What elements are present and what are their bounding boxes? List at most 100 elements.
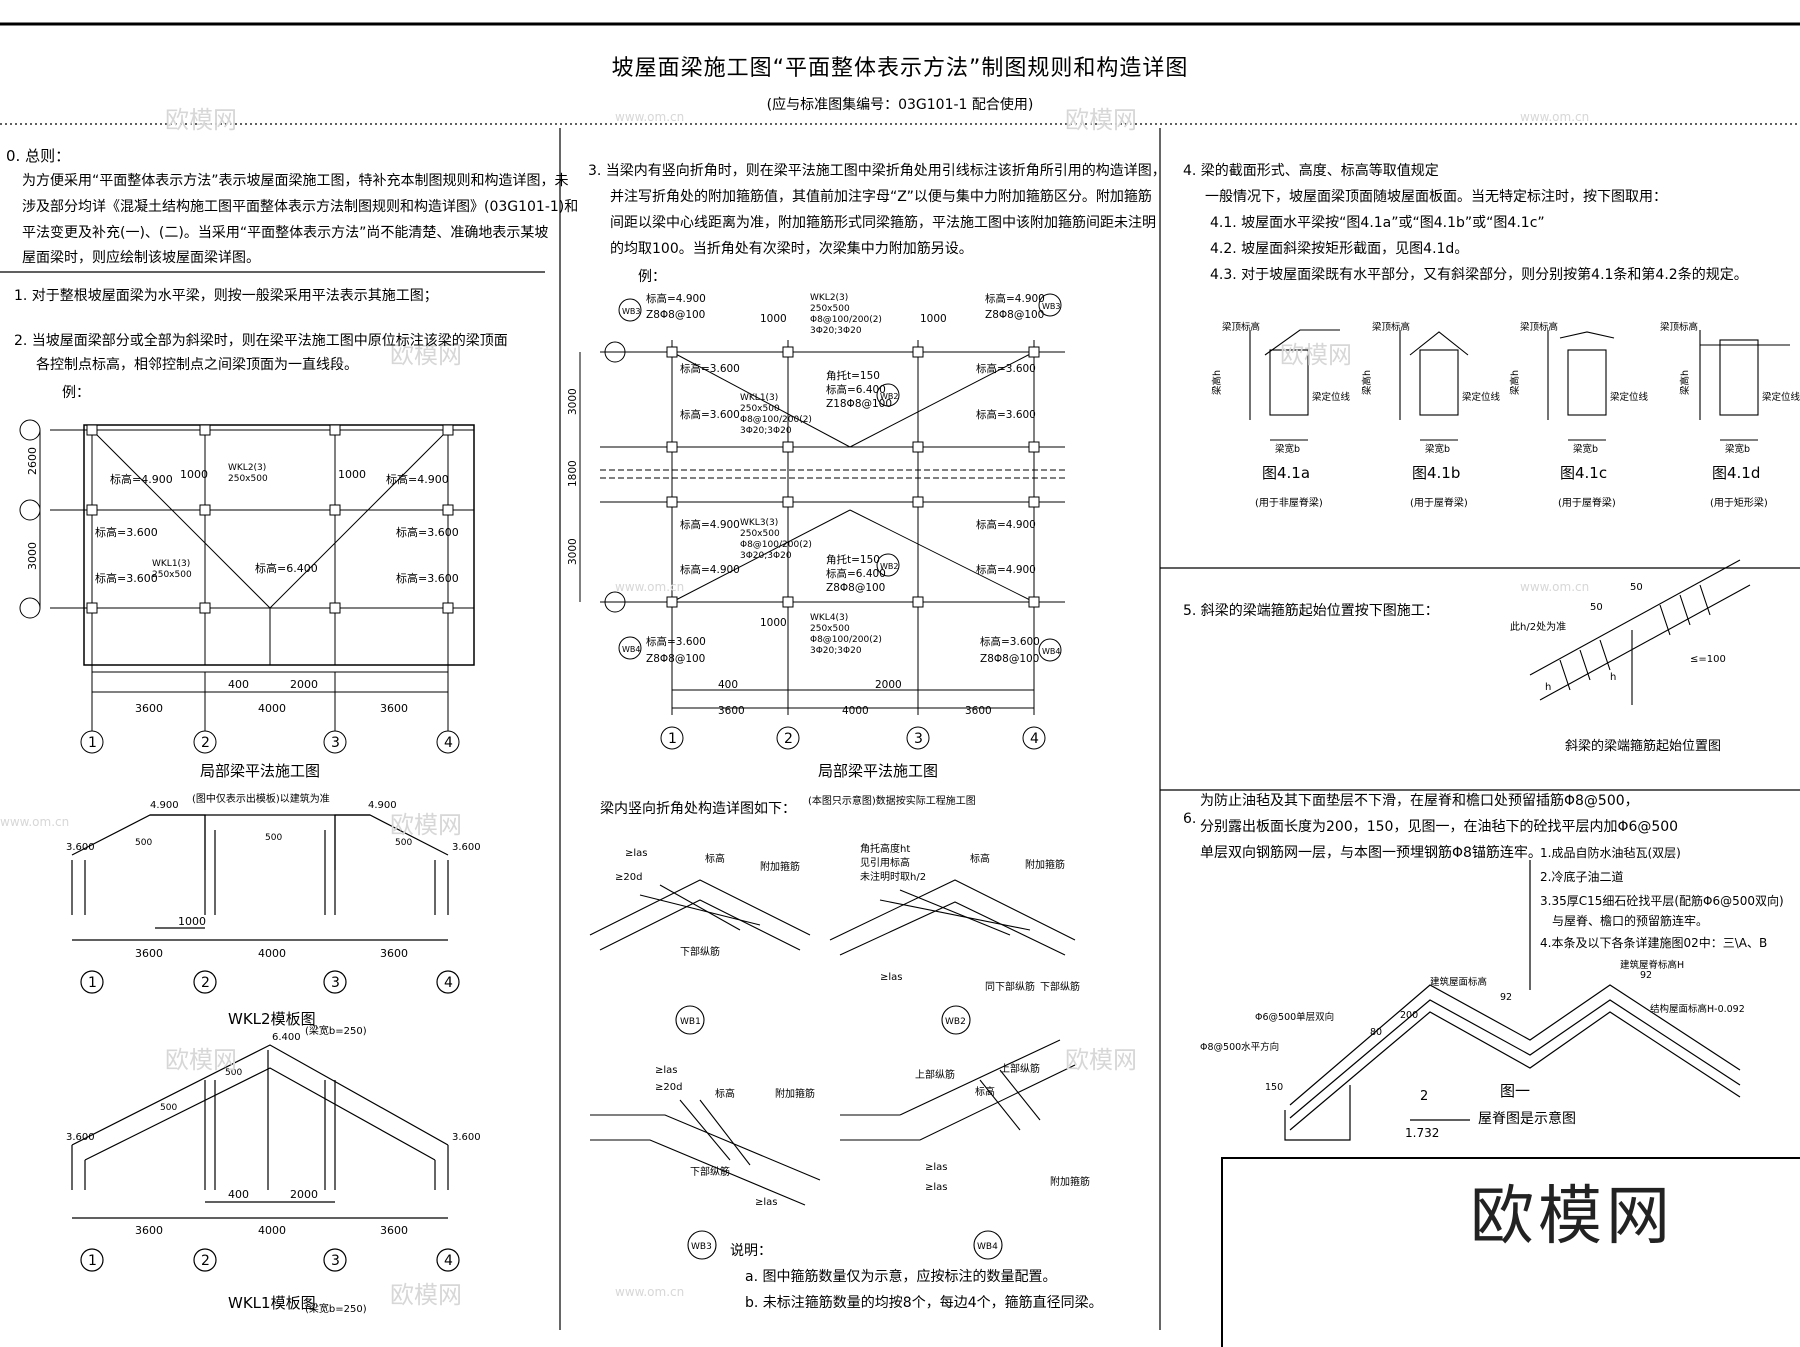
wb2-label: 附加箍筋 [1025,858,1065,871]
wb3-tag: WB3 [691,1242,712,1252]
watermark: 欧模网 [390,1281,462,1309]
page-subtitle: (应与标准图集编号：03G101-1 配合使用) [766,97,1034,113]
s1-text: 1. 对于整根坡屋面梁为水平梁，则按一般梁采用平法表示其施工图； [14,288,438,304]
wb3-label: 附加箍筋 [775,1087,815,1100]
wb4-tag: WB4 [977,1242,998,1252]
s3-line: 的均取100。当折角处有次梁时，次梁集中力附加筋另设。 [610,241,973,257]
sec-label: 梁高h [1361,370,1373,395]
plan2-label: 角托t=150 [826,369,880,382]
plan2-tag: WB3 [1042,302,1061,311]
plan2-label: 3Φ20;3Φ20 [740,551,792,561]
fig1-label: 80 [1370,1027,1382,1038]
wkl2-dim: 3600 [135,947,163,960]
s6-list-item: 1.成品自防水油毡瓦(双层) [1540,846,1681,860]
wkl2-elev: 4.900 [150,800,179,811]
plan2-dim: 400 [718,679,738,691]
wb2-label: 见引用标高 [860,856,910,869]
s6-list-item: 与屋脊、檐口的预留筋连牢。 [1552,914,1709,928]
s5-label: h [1610,672,1616,683]
plan1-label: 250x500 [152,570,192,580]
plan2-label: WKL1(3) [740,393,778,403]
watermark: 欧模网 [165,106,237,134]
fig1-label: 建筑屋脊标高H [1620,959,1684,971]
plan2-label: 标高=3.600 [646,635,706,648]
plan2-tag: WB2 [880,562,899,571]
sec-label: 梁高h [1509,370,1521,395]
plan1-dim: 400 [228,678,249,691]
watermark-url: www.om.cn [615,110,685,124]
s4-line: 一般情况下，坡屋面梁顶面随坡屋面板面。当无特定标注时，按下图取用： [1205,189,1667,205]
plan2-tag: WB4 [1042,647,1061,656]
plan1-label: 标高=3.600 [95,525,158,539]
axis-label: 1 [88,735,97,751]
axis-label: 4 [444,1253,453,1269]
plan2-label: Φ8@100/200(2) [740,415,812,425]
sec-label: 梁定位线 [1762,391,1800,403]
plan1-label: 标高=3.600 [396,571,459,585]
wkl2-tag: 500 [395,838,412,848]
plan2-dim: 3600 [965,705,992,717]
s6-list-item: 4.本条及以下各条详建施图02中：三\A、B [1540,936,1768,950]
fig1-label: 建筑屋面标高 [1430,976,1487,988]
eg-label: 例： [62,385,90,401]
fig1-label: 2 [1420,1089,1428,1104]
notes-head: 说明： [730,1243,772,1259]
s6-line: 为防止油毡及其下面垫层不下滑，在屋脊和檐口处预留插筋Φ8@500， [1200,793,1639,809]
plan2-dim: 4000 [842,705,869,717]
plan2-label: Φ8@100/200(2) [810,635,882,645]
fig1-label: 200 [1400,1010,1418,1021]
watermark: 欧模网 [1280,341,1352,369]
plan2-tag: WB3 [622,307,641,316]
plan2-label: Φ8@100/200(2) [740,540,812,550]
watermark-url: www.om.cn [1520,580,1590,594]
axis-label: 4 [444,975,453,991]
note-item: a. 图中箍筋数量仅为示意，应按标注的数量配置。 [745,1269,1057,1285]
plan1-caption: 局部梁平法施工图 [200,762,321,780]
plan2-label: Z8Φ8@100 [826,582,885,594]
wb1-label: ≥las [625,848,648,859]
axis-label: 4 [444,735,453,751]
wkl2-dim: 1000 [178,915,206,928]
plan2-label: 标高=3.600 [980,635,1040,648]
plan1-dim: 2600 [26,447,39,475]
wkl2-elev: 3.600 [66,842,95,853]
plan2-dim: 1800 [567,460,579,487]
sec-note: (用于矩形梁) [1710,498,1768,509]
sec-label: 梁定位线 [1462,391,1501,403]
sec-note: (用于屋脊梁) [1410,498,1468,509]
axis-label: 3 [914,731,923,747]
s5-text: 5. 斜梁的梁端箍筋起始位置按下图施工： [1183,603,1439,619]
wb3-label: 下部纵筋 [690,1165,730,1178]
sec-note: (用于屋脊梁) [1558,498,1616,509]
s5-label: ≤=100 [1690,654,1726,665]
watermark: 欧模网 [1065,106,1137,134]
wb2-label: 未注明时取h/2 [860,870,926,883]
wb4-label: ≥las [925,1182,948,1193]
plan1-dim: 2000 [290,678,318,691]
plan1-label: 250x500 [228,474,268,484]
sec-label: 梁宽b [1425,443,1450,455]
wkl2-dim: 3600 [380,947,408,960]
sec-label: 梁定位线 [1610,391,1649,403]
wkl1-dim: 4000 [258,1224,286,1237]
plan2-label: 标高=4.900 [976,518,1036,531]
fig1-label: 92 [1500,992,1512,1003]
plan2-label: Z8Φ8@100 [646,309,705,321]
s2-line: 2. 当坡屋面梁部分或全部为斜梁时，则在梁平法施工图中原位标注该梁的梁顶面 [14,333,508,349]
wkl2-elev: 4.900 [368,800,397,811]
plan2-label: 3Φ20;3Φ20 [740,426,792,436]
wb1-label: 附加箍筋 [760,860,800,873]
wb1-label: 标高 [705,852,725,865]
watermark-url: www.om.cn [1520,110,1590,124]
plan2-tag: WB4 [622,645,641,654]
wb3-label: ≥las [655,1065,678,1076]
plan2-label: 1000 [760,617,787,629]
plan2-label: Z8Φ8@100 [646,653,705,665]
wkl1-caption: WKL1模板图 [228,1294,316,1312]
wkl2-tag: 500 [135,838,152,848]
s6-line: 分别露出板面长度为200，150，见图一，在油毡下的砼找平层内加Φ6@500 [1200,819,1679,835]
plan1-label: 标高=4.900 [386,472,449,486]
watermark: 欧模网 [1065,1046,1137,1074]
s6-num: 6. [1183,811,1197,827]
fig1-sub: 屋脊图是示意图 [1478,1111,1576,1127]
